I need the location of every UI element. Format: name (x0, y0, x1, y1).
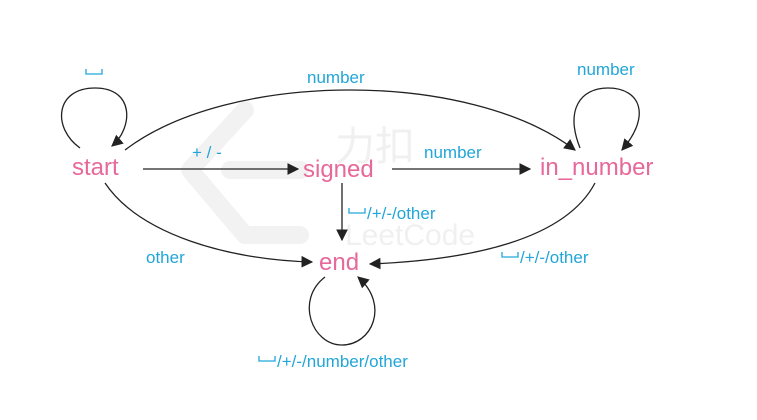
watermark-logo: 力扣 LeetCode (181, 101, 475, 252)
space-symbol-icon (85, 69, 103, 75)
state-signed: signed (303, 156, 374, 183)
edge-in-number-to-end (368, 182, 596, 270)
edge-in-number-self (573, 87, 640, 151)
label-in-number-to-end: /+/-/other (501, 248, 589, 267)
state-end: end (319, 249, 359, 276)
space-symbol-icon (348, 208, 366, 214)
edge-end-self (308, 276, 376, 346)
svg-text:/+/-/other: /+/-/other (520, 248, 589, 267)
label-start-self (85, 69, 103, 75)
space-symbol-icon (501, 252, 519, 258)
label-start-to-signed: + / - (192, 143, 222, 162)
edge-start-to-end (104, 182, 314, 268)
state-in-number: in_number (540, 154, 653, 181)
svg-text:力扣: 力扣 (335, 125, 415, 169)
label-signed-to-in-number: number (424, 143, 482, 162)
svg-text:/+/-/other: /+/-/other (367, 204, 436, 223)
svg-text:LeetCode: LeetCode (345, 219, 475, 252)
svg-text:/+/-/number/other: /+/-/number/other (277, 352, 408, 371)
label-start-to-end: other (146, 248, 185, 267)
edge-start-to-in-number (124, 89, 576, 151)
label-signed-to-end: /+/-/other (348, 204, 436, 223)
label-start-to-in-number: number (307, 68, 365, 87)
space-symbol-icon (258, 356, 276, 362)
edge-start-self (60, 87, 128, 149)
label-in-number-self: number (577, 60, 635, 79)
label-end-self: /+/-/number/other (258, 352, 408, 371)
state-start: start (72, 154, 119, 181)
